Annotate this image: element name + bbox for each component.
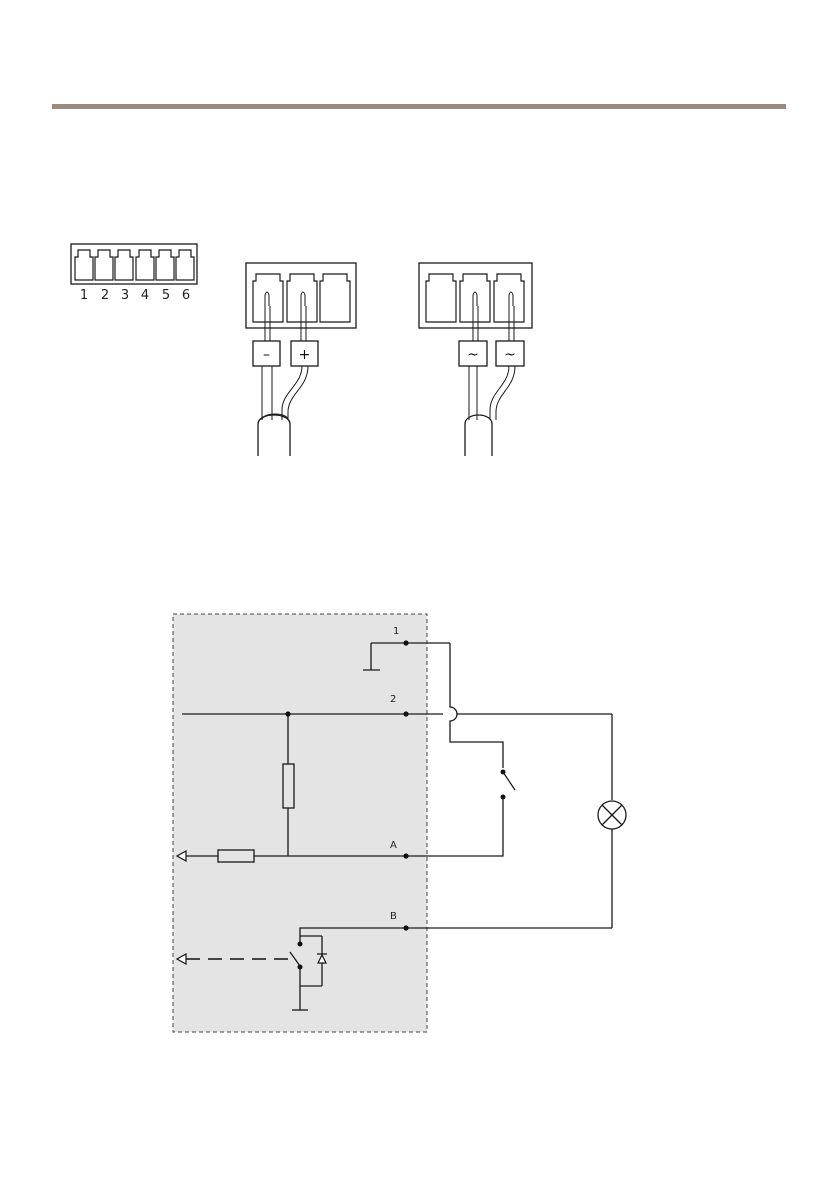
pin-label-b: B [390, 911, 397, 922]
pin-label-2: 2 [390, 694, 396, 705]
pin-label-1: 1 [393, 626, 399, 637]
pin-label-a: A [390, 840, 397, 851]
switch-icon [501, 770, 516, 800]
lamp-icon [598, 801, 626, 829]
